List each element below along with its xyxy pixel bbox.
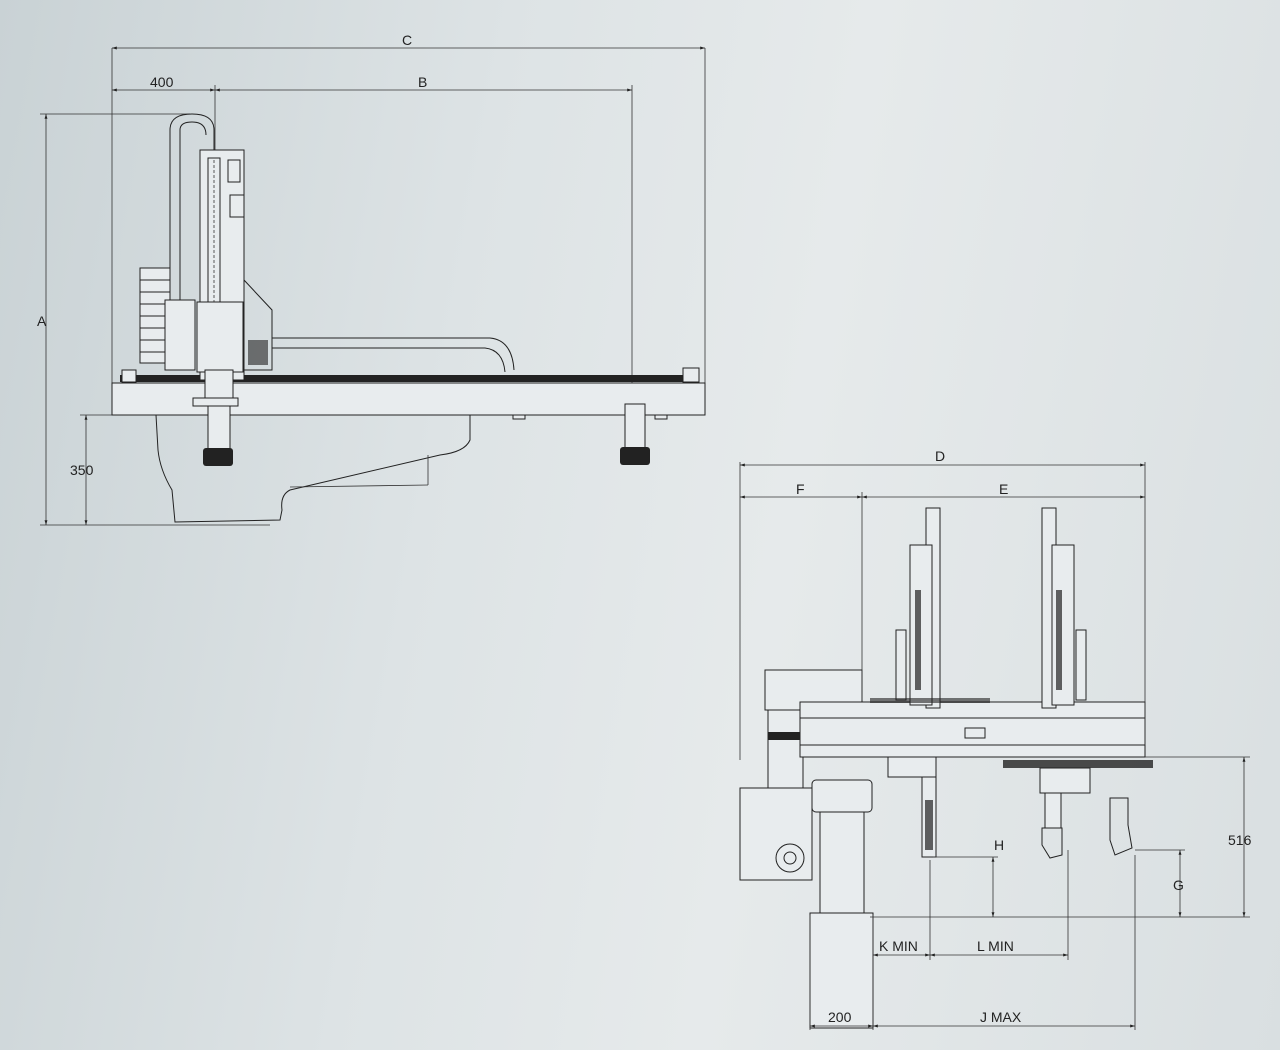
dimension-h: H: [933, 837, 1004, 917]
dimension-label-j-max: J MAX: [980, 1009, 1022, 1025]
machine-column: [809, 912, 874, 1029]
dimension-j-max: J MAX: [873, 855, 1136, 1030]
dimension-label-k-min: K MIN: [879, 938, 918, 954]
dimension-f: F: [740, 481, 863, 700]
dimension-c: C: [111, 32, 706, 410]
dimension-label-400: 400: [150, 74, 174, 90]
dimension-200: 200: [809, 915, 874, 1030]
gripper-left: [207, 405, 231, 452]
front-view: D F E 516 H G K MIN: [739, 448, 1252, 1030]
dimension-516: 516: [870, 756, 1252, 918]
dimension-label-f: F: [796, 481, 805, 497]
dimension-label-h: H: [994, 837, 1004, 853]
dimension-d: D: [739, 448, 1146, 760]
dimension-label-c: C: [402, 32, 412, 48]
dimension-g: G: [1135, 849, 1185, 917]
dimension-label-200: 200: [828, 1009, 852, 1025]
dimension-e: E: [862, 481, 1145, 499]
dimension-label-d: D: [935, 448, 945, 464]
gripper-right: [624, 403, 646, 450]
dimension-400: 400: [112, 74, 216, 150]
dimension-label-l-min: L MIN: [977, 938, 1014, 954]
dimension-l-min: L MIN: [930, 850, 1069, 960]
machine-base: [112, 414, 471, 523]
front-view-machine: [739, 507, 1153, 1029]
rack: [120, 375, 695, 382]
dimension-k-min: K MIN: [873, 860, 931, 960]
dimension-label-b: B: [418, 74, 427, 90]
dimension-label-350: 350: [70, 462, 94, 478]
dimension-a: A: [37, 113, 270, 526]
dimension-350: 350: [70, 414, 112, 525]
motor-housing: [739, 787, 813, 881]
dimension-b: B: [215, 74, 633, 410]
dimension-label-a: A: [37, 313, 47, 329]
cable-chain: [169, 113, 215, 300]
side-view: C 400 B A 350: [37, 32, 706, 526]
dimension-label-516: 516: [1228, 832, 1252, 848]
dimension-label-g: G: [1173, 877, 1184, 893]
dimension-label-e: E: [999, 481, 1008, 497]
gripper-front: [1109, 797, 1133, 856]
